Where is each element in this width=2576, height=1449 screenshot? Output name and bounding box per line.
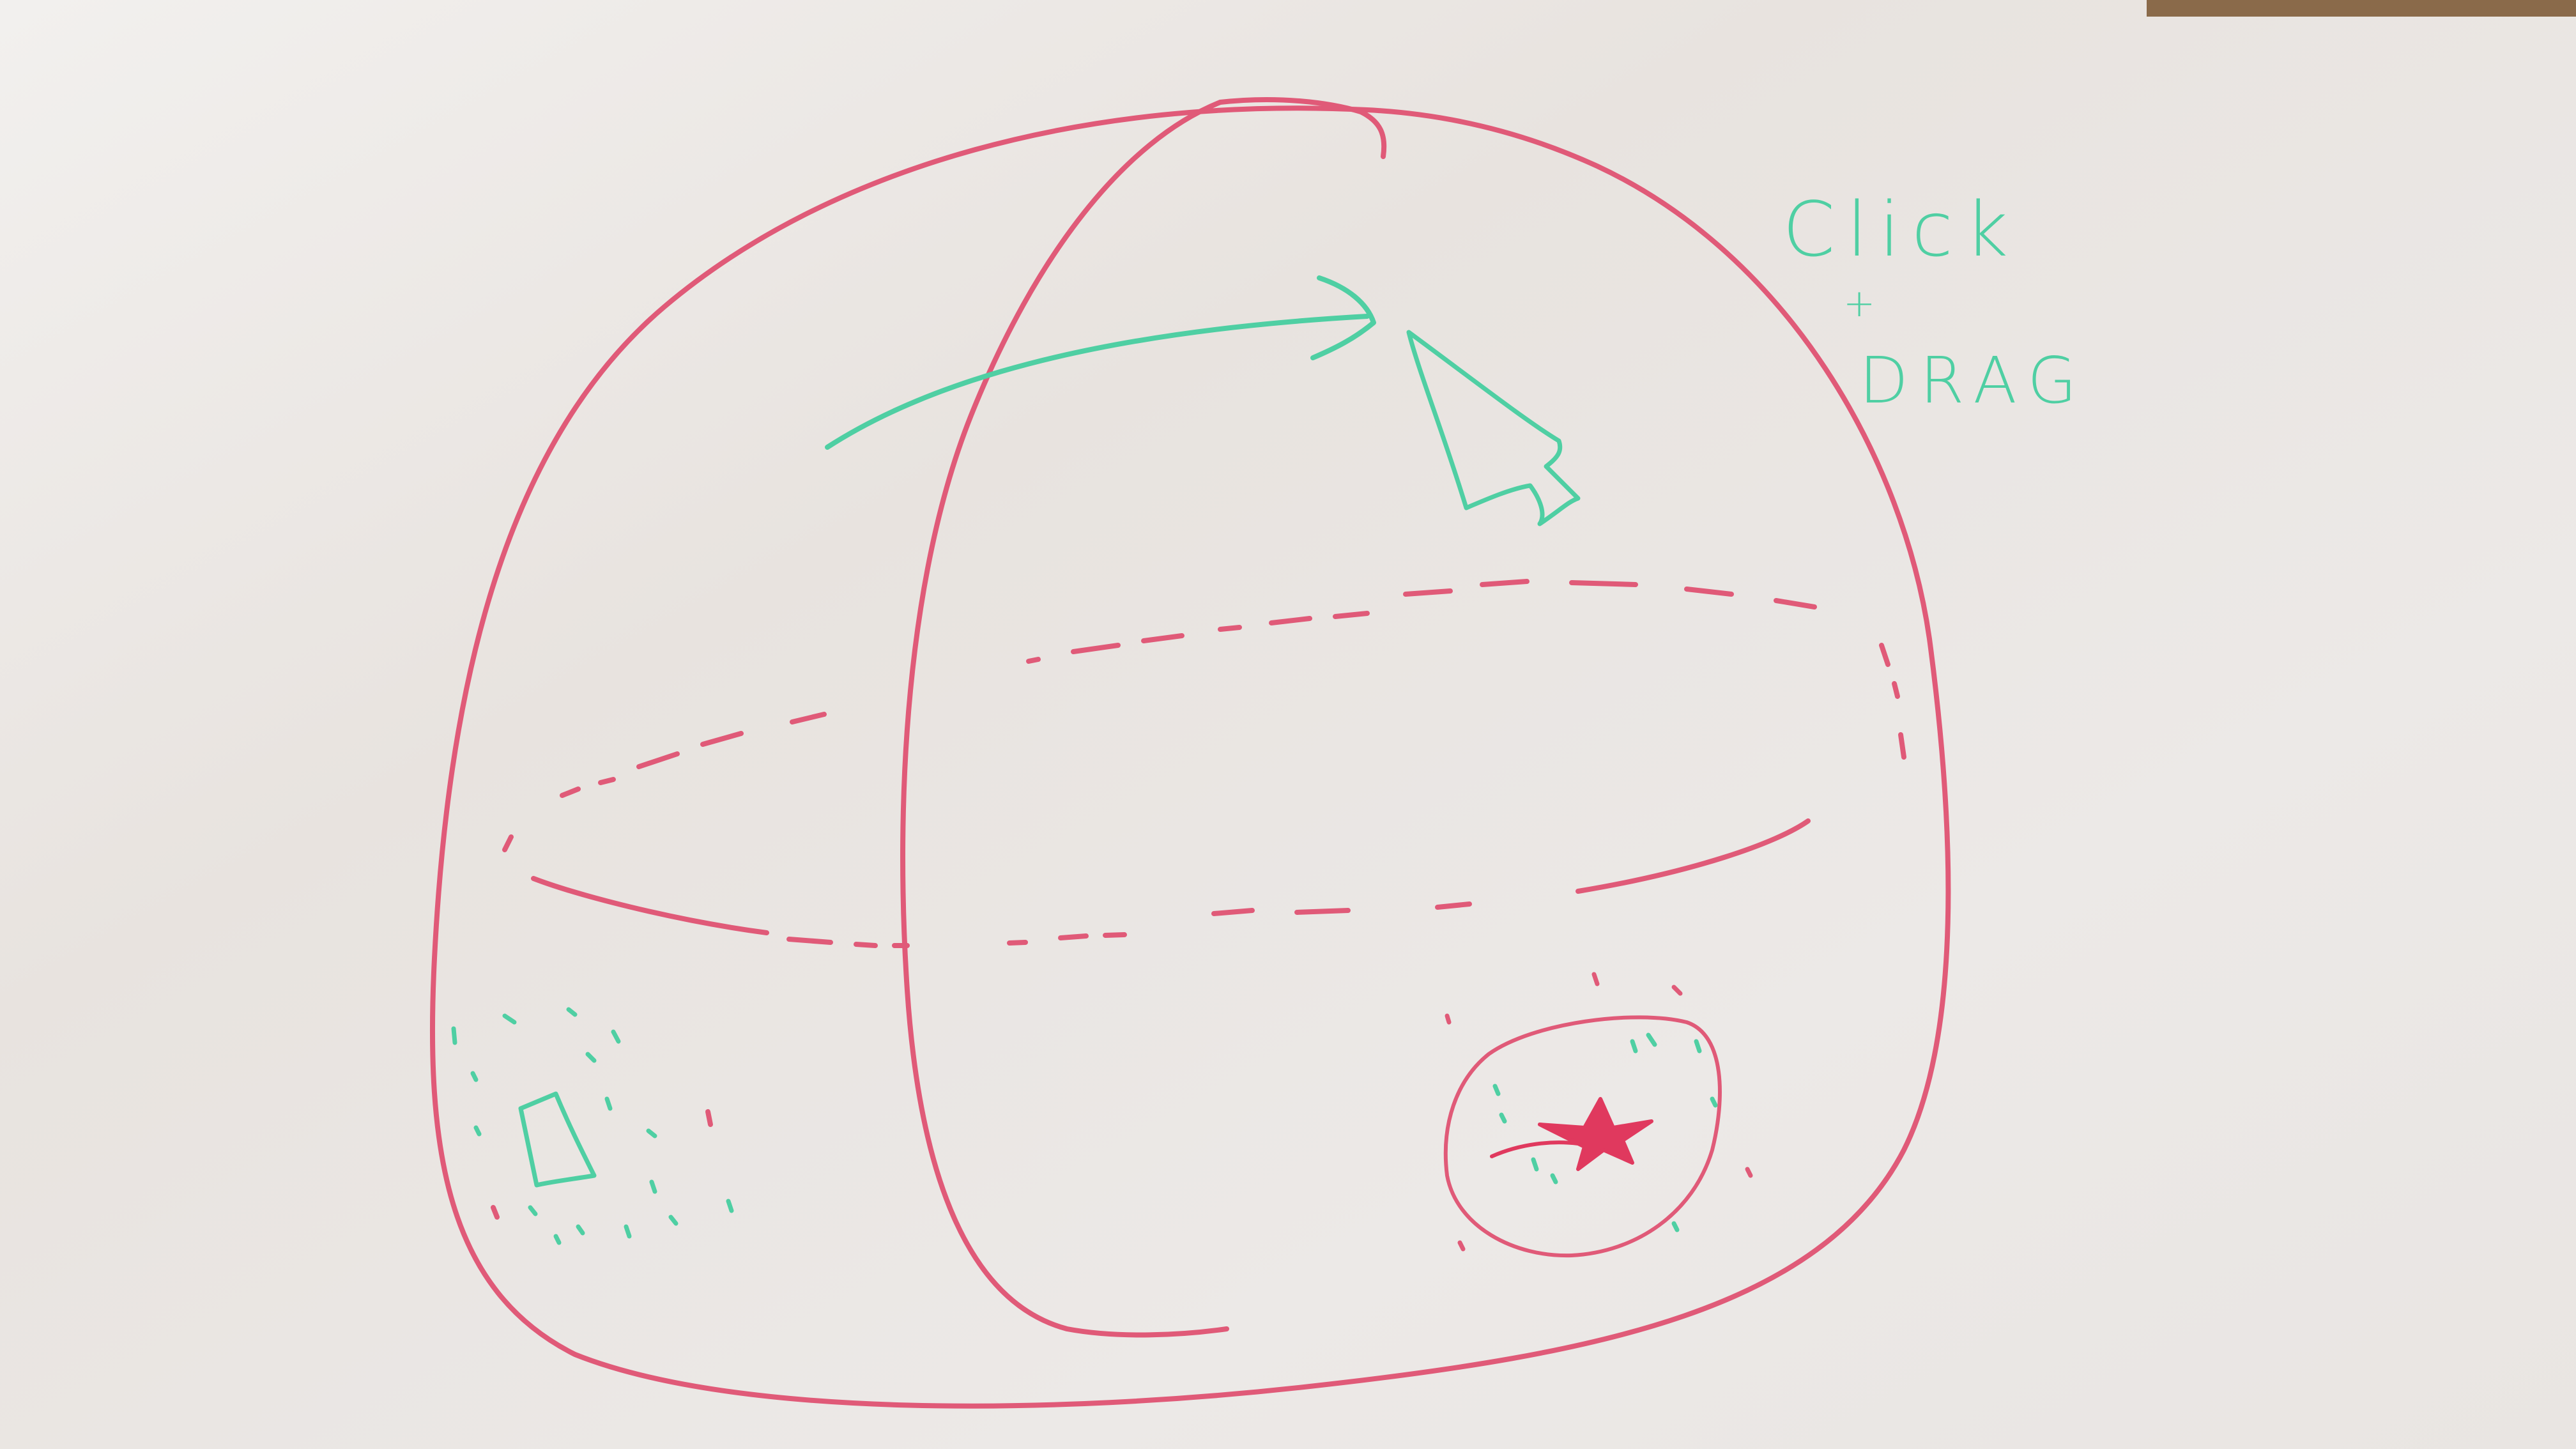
equator-dashes	[502, 579, 1906, 948]
equator-front	[531, 876, 769, 935]
star-marker-icon	[1490, 1097, 1653, 1171]
drag-arrow-head	[1310, 275, 1376, 360]
sphere	[429, 96, 1951, 1409]
equator-front-right	[1575, 818, 1811, 894]
drag-arrow-icon	[825, 314, 1370, 450]
sphere-meridian	[900, 100, 1229, 1338]
meridian-top-hook	[1218, 96, 1387, 159]
green-markings	[451, 275, 1718, 1245]
board-frame-edge	[2147, 0, 2576, 17]
annotation-drag: DRAG	[1859, 343, 2089, 418]
square-marker-icon	[518, 1091, 597, 1188]
target-region	[1443, 972, 1753, 1258]
sphere-outline	[429, 105, 1951, 1409]
annotation-plus: +	[1843, 281, 1887, 326]
target-circle	[1443, 1015, 1722, 1258]
annotation-click: Click	[1782, 185, 2020, 273]
start-region-dashes	[451, 1007, 734, 1245]
target-dashes	[1445, 972, 1753, 1252]
mouse-cursor-icon	[1406, 330, 1581, 526]
target-green-dashes	[1492, 1032, 1718, 1232]
red-speck	[491, 1205, 500, 1220]
red-speck	[705, 1109, 713, 1127]
annotation: Click + DRAG	[1782, 185, 2089, 418]
